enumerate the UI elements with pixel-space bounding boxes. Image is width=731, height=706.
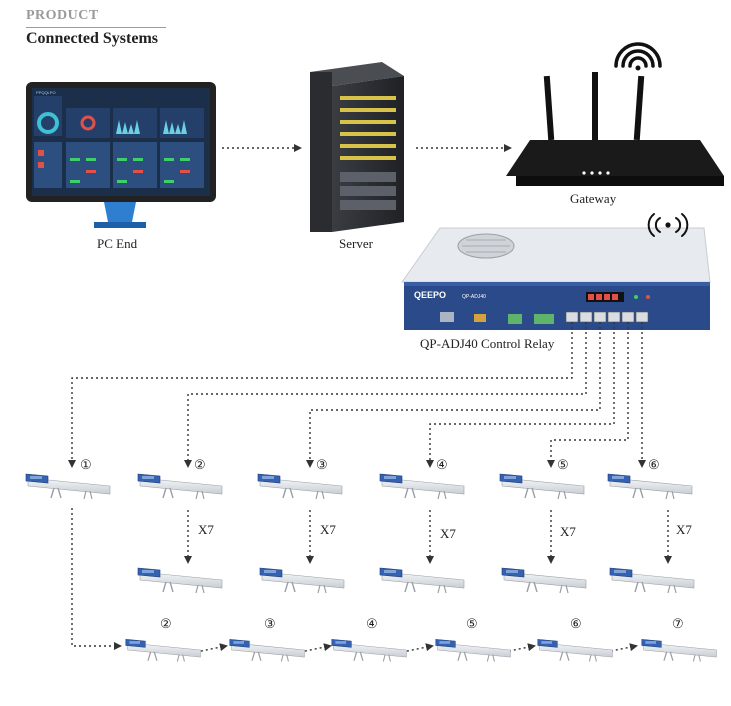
multiplier-label: X7 (676, 522, 692, 537)
router-icon (506, 72, 724, 186)
ion-bar-device (257, 473, 343, 500)
ion-bar-device (379, 473, 465, 500)
pc-label: PC End (97, 236, 138, 251)
branch-number: ① (80, 457, 92, 472)
ion-bar-device (25, 473, 111, 500)
ion-bar-device (499, 473, 585, 500)
device-chain-row (125, 638, 718, 663)
branch-number: ⑥ (648, 457, 660, 472)
branch-number: ③ (316, 457, 328, 472)
ion-bar-device (501, 567, 587, 594)
chain-number: ⑤ (466, 616, 478, 631)
device-row-2 (137, 567, 695, 594)
ion-bar-device (641, 638, 718, 663)
ion-bar-device (607, 473, 693, 500)
chain-number: ⑦ (672, 616, 684, 631)
chain-number: ③ (264, 616, 276, 631)
branch-number: ② (194, 457, 206, 472)
section-kicker: PRODUCT (26, 8, 99, 23)
page-title: Connected Systems (26, 30, 158, 47)
device-row-1 (25, 473, 693, 500)
chain-number: ④ (366, 616, 378, 631)
control-relay-icon: QEEPO QP-ADJ40 (401, 227, 711, 330)
multiplier-label: X7 (440, 526, 456, 541)
flow-arrows (68, 144, 672, 653)
ion-bar-device (435, 638, 512, 663)
pc-monitor-icon: PPQQLPO (26, 82, 216, 228)
ion-bar-device (379, 567, 465, 594)
dashboard-title: PPQQLPO (36, 90, 56, 95)
ion-bar-device (331, 638, 408, 663)
wireless-signal-icon (647, 213, 689, 237)
relay-model: QP-ADJ40 (462, 294, 486, 300)
chain-number: ⑥ (570, 616, 582, 631)
chain-number: ② (160, 616, 172, 631)
multiplier-label: X7 (560, 524, 576, 539)
ion-bar-device (259, 567, 345, 594)
ion-bar-device (125, 638, 202, 663)
ion-bar-device (229, 638, 306, 663)
branch-number: ④ (436, 457, 448, 472)
server-label: Server (339, 236, 373, 251)
relay-brand: QEEPO (414, 290, 446, 300)
branch-number: ⑤ (557, 457, 569, 472)
ion-bar-device (609, 567, 695, 594)
ion-bar-device (137, 567, 223, 594)
wifi-icon (614, 42, 662, 71)
multiplier-label: X7 (320, 522, 336, 537)
gateway-label: Gateway (570, 191, 617, 206)
ion-bar-device (137, 473, 223, 500)
server-icon (310, 62, 404, 232)
header-divider (26, 27, 166, 28)
multiplier-label: X7 (198, 522, 214, 537)
relay-label: QP-ADJ40 Control Relay (420, 336, 555, 351)
ion-bar-device (537, 638, 614, 663)
